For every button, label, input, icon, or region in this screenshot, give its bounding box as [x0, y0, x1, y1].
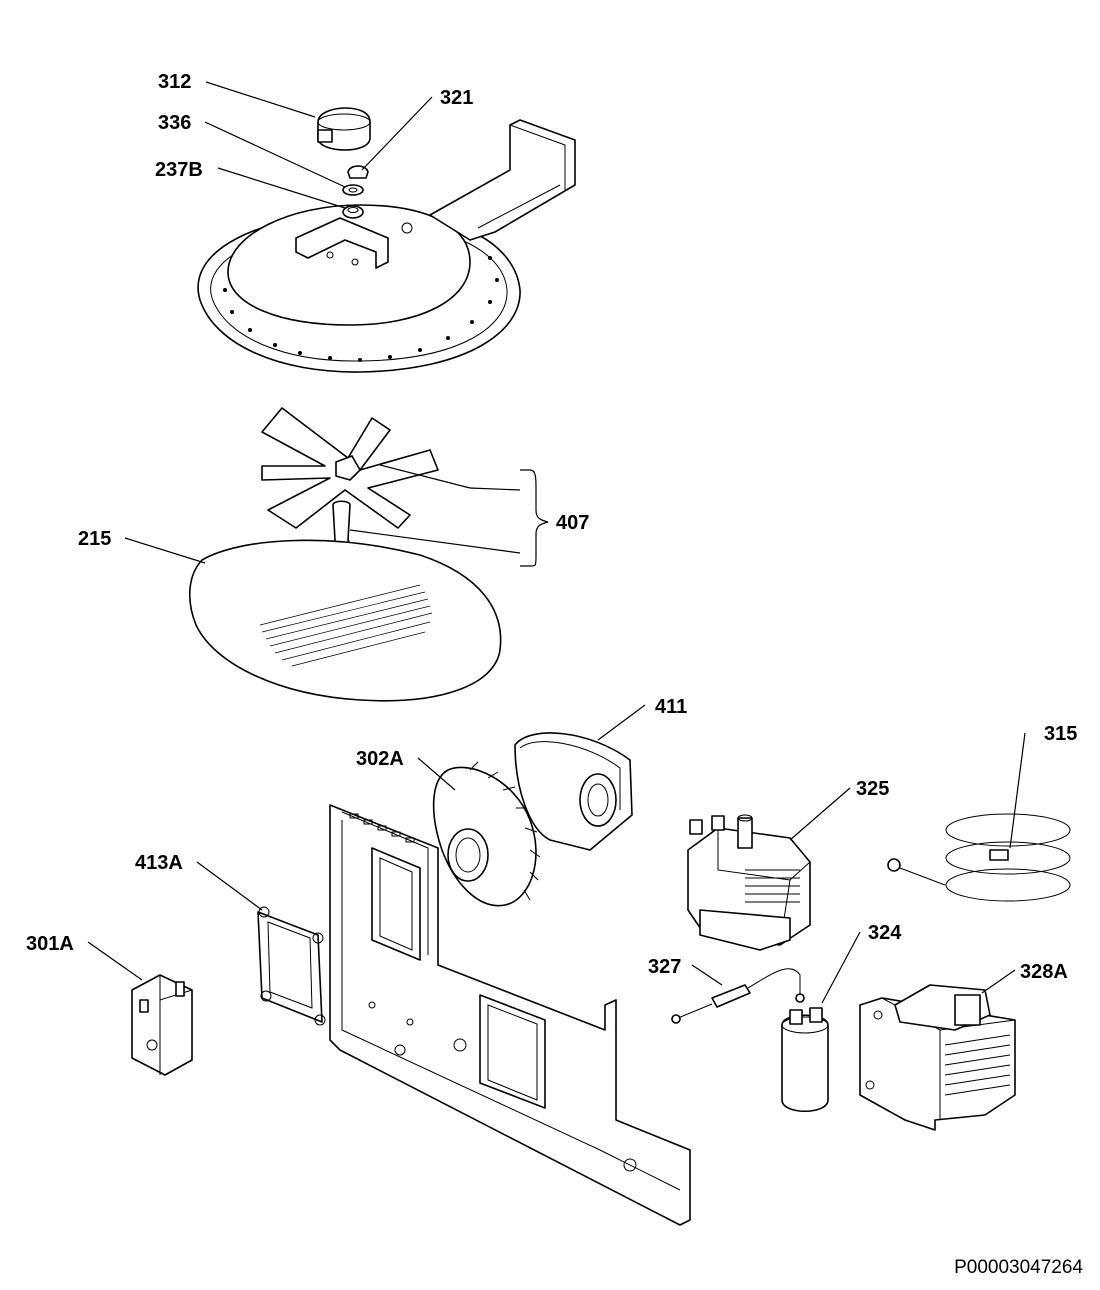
document-id: P00003047264: [954, 1257, 1083, 1278]
fan-housing: [514, 732, 633, 851]
callout-413A: 413A: [135, 852, 183, 874]
thermal-fuse-cable: [887, 813, 1071, 902]
hv-diode: [671, 968, 805, 1024]
magnetron-fins: [745, 869, 800, 903]
callout-302A: 302A: [356, 748, 404, 770]
callout-324: 324: [868, 922, 902, 944]
glass-turntable: [188, 539, 502, 702]
frame-bracket: [257, 906, 326, 1026]
group-brace-407: [520, 469, 549, 567]
fan-blades: [469, 761, 541, 901]
callout-407: 407: [556, 512, 589, 534]
callout-215: 215: [78, 528, 111, 550]
glass-reflection: [259, 584, 433, 667]
hv-transformer: [859, 984, 1016, 1131]
callout-336: 336: [158, 112, 191, 134]
callout-labels: 312 321 336 237B 407 215 411 302A 315 32…: [26, 71, 1077, 983]
magnetron: [687, 814, 811, 951]
ring-holes: [223, 256, 499, 362]
cover-assembly: [197, 119, 576, 373]
callout-301A: 301A: [26, 933, 74, 955]
callout-312: 312: [158, 71, 191, 93]
callout-321: 321: [440, 87, 473, 109]
washer: [342, 184, 364, 196]
coupling-bush: [342, 205, 364, 219]
callout-411: 411: [655, 696, 687, 718]
roller-support-spider: [261, 407, 439, 529]
callout-237B: 237B: [155, 159, 203, 181]
turntable-motor: [317, 107, 371, 151]
hv-capacitor: [781, 1007, 829, 1112]
interlock-switch: [131, 974, 193, 1076]
panel-slots: [349, 813, 415, 843]
fan-impeller: [432, 761, 541, 907]
shaft-clip: [347, 165, 369, 179]
callout-327: 327: [648, 956, 681, 978]
callout-325: 325: [856, 778, 889, 800]
back-panel: [329, 804, 691, 1226]
callout-315: 315: [1044, 723, 1077, 745]
transformer-laminations: [944, 1034, 1011, 1096]
leader-lines: [87, 81, 1026, 1004]
callout-328A: 328A: [1020, 961, 1068, 983]
